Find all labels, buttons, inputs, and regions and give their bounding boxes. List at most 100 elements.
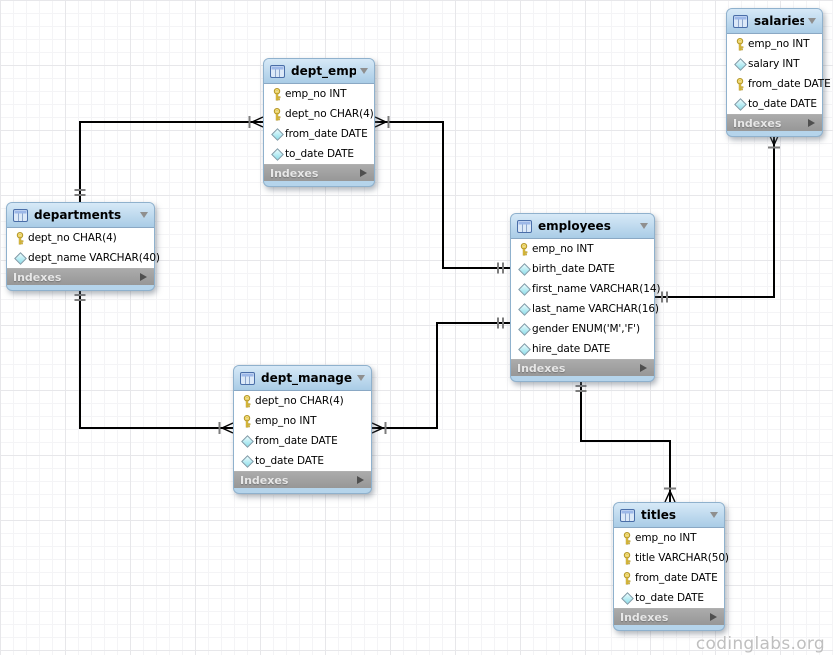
column-definition: emp_no INT <box>255 415 317 427</box>
column-row: emp_no INT <box>264 84 374 104</box>
column-row: dept_name VARCHAR(40) <box>7 248 160 268</box>
table-employees[interactable]: employees emp_no INT birth_date DATE first_… <box>510 213 661 382</box>
table-header-salaries[interactable]: salaries <box>727 9 822 34</box>
column-row: last_name VARCHAR(16) <box>511 299 659 319</box>
indexes-section-dept_emp[interactable]: Indexes <box>264 165 374 181</box>
indexes-section-departments[interactable]: Indexes <box>7 269 154 285</box>
relationship-connector-titles-employees[interactable] <box>575 379 677 503</box>
primary-key-icon <box>269 87 285 101</box>
table-icon <box>620 508 641 522</box>
primary-key-icon <box>516 242 532 256</box>
table-columns: dept_no CHAR(4)dept_name VARCHAR(40) <box>7 228 160 269</box>
table-icon <box>517 219 538 233</box>
primary-key-icon <box>732 37 748 51</box>
table-title: departments <box>34 208 122 222</box>
primary-key-icon <box>269 107 285 121</box>
column-definition: from_date DATE <box>285 128 368 140</box>
column-definition: gender ENUM('M','F') <box>532 323 640 335</box>
indexes-section-salaries[interactable]: Indexes <box>727 115 822 131</box>
table-header-dept_manager[interactable]: dept_manager <box>234 366 371 391</box>
column-row: from_date DATE <box>727 74 831 94</box>
table-title: titles <box>641 508 676 522</box>
primary-key-icon <box>619 571 635 585</box>
primary-key-icon <box>732 77 748 91</box>
table-icon <box>733 14 754 28</box>
column-diamond-icon <box>269 127 285 141</box>
indexes-label: Indexes <box>270 166 319 180</box>
collapse-arrow-icon[interactable] <box>808 18 816 24</box>
table-header-dept_emp[interactable]: dept_emp <box>264 59 374 84</box>
column-diamond-icon <box>732 97 748 111</box>
primary-key-icon <box>619 551 635 565</box>
column-row: from_date DATE <box>614 568 724 588</box>
column-row: from_date DATE <box>234 431 371 451</box>
relationship-connector-salaries-employees[interactable] <box>655 133 780 303</box>
column-row: emp_no INT <box>727 34 822 54</box>
column-definition: dept_no CHAR(4) <box>285 108 374 120</box>
table-departments[interactable]: departments dept_no CHAR(4)dept_name VARC… <box>6 202 160 291</box>
column-row: from_date DATE <box>264 124 374 144</box>
table-title: dept_emp <box>291 64 356 78</box>
relationship-connector-dept_emp-employees[interactable] <box>374 116 510 274</box>
indexes-label: Indexes <box>517 361 566 375</box>
primary-key-icon <box>619 531 635 545</box>
column-diamond-icon <box>619 591 635 605</box>
indexes-label: Indexes <box>620 610 669 624</box>
column-definition: first_name VARCHAR(14) <box>532 283 661 295</box>
expand-arrow-icon <box>710 613 717 621</box>
column-definition: to_date DATE <box>635 592 704 604</box>
expand-arrow-icon <box>808 119 815 127</box>
expand-arrow-icon <box>140 273 147 281</box>
column-row: to_date DATE <box>614 588 724 608</box>
table-icon <box>240 371 261 385</box>
column-definition: to_date DATE <box>255 455 324 467</box>
column-diamond-icon <box>12 251 28 265</box>
column-row: to_date DATE <box>264 144 374 164</box>
table-header-titles[interactable]: titles <box>614 503 724 528</box>
collapse-arrow-icon[interactable] <box>360 68 368 74</box>
watermark: codinglabs.org <box>695 634 825 654</box>
indexes-section-dept_manager[interactable]: Indexes <box>234 472 371 488</box>
table-header-employees[interactable]: employees <box>511 214 654 239</box>
column-diamond-icon <box>239 454 255 468</box>
expand-arrow-icon <box>360 169 367 177</box>
indexes-section-employees[interactable]: Indexes <box>511 360 654 376</box>
table-columns: emp_no INT dept_no CHAR(4) from_date DATE t… <box>264 84 374 165</box>
relationship-connector-dept_emp-departments[interactable] <box>74 116 264 202</box>
table-dept_emp[interactable]: dept_emp emp_no INT dept_no CHAR(4) from_da… <box>263 58 375 187</box>
indexes-label: Indexes <box>240 473 289 487</box>
column-diamond-icon <box>516 282 532 296</box>
collapse-arrow-icon[interactable] <box>140 212 148 218</box>
table-icon <box>13 208 34 222</box>
column-row: birth_date DATE <box>511 259 654 279</box>
indexes-label: Indexes <box>13 270 62 284</box>
column-definition: dept_name VARCHAR(40) <box>28 252 160 264</box>
primary-key-icon <box>239 394 255 408</box>
column-definition: emp_no INT <box>748 38 810 50</box>
table-header-departments[interactable]: departments <box>7 203 154 228</box>
column-row: to_date DATE <box>234 451 371 471</box>
relationship-connector-dept_manager-departments[interactable] <box>74 288 234 434</box>
collapse-arrow-icon[interactable] <box>710 512 718 518</box>
table-title: salaries <box>754 14 804 28</box>
collapse-arrow-icon[interactable] <box>640 223 648 229</box>
column-row: emp_no INT <box>511 239 654 259</box>
column-row: hire_date DATE <box>511 339 654 359</box>
relationship-connector-dept_manager-employees[interactable] <box>371 317 510 435</box>
table-icon <box>270 64 291 78</box>
column-row: gender ENUM('M','F') <box>511 319 654 339</box>
column-definition: emp_no INT <box>532 243 594 255</box>
column-definition: from_date DATE <box>635 572 718 584</box>
collapse-arrow-icon[interactable] <box>357 375 365 381</box>
column-definition: from_date DATE <box>748 78 831 90</box>
column-row: to_date DATE <box>727 94 822 114</box>
indexes-section-titles[interactable]: Indexes <box>614 609 724 625</box>
table-columns: emp_no INT birth_date DATE first_name VARC… <box>511 239 661 360</box>
column-definition: hire_date DATE <box>532 343 611 355</box>
